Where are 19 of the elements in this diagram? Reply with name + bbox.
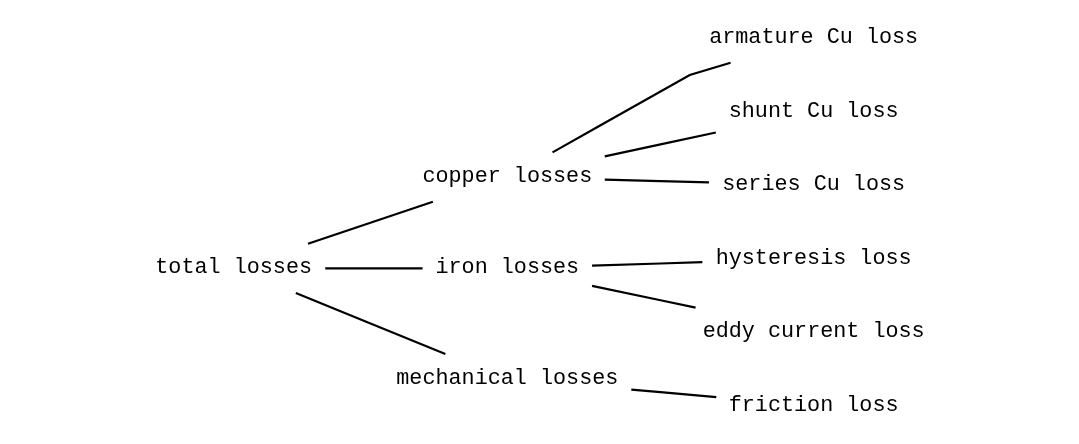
node-text: eddy current loss [702, 319, 925, 345]
node-text: series Cu loss [721, 172, 905, 198]
connector [551, 61, 731, 154]
connector [294, 292, 446, 355]
connector [604, 131, 716, 158]
node-text: shunt Cu loss [728, 98, 899, 124]
connector [307, 200, 433, 245]
connector [630, 388, 716, 399]
node-text: mechanical losses [395, 365, 618, 391]
connector [591, 284, 696, 309]
node-text: total losses [154, 255, 312, 281]
node-text: armature Cu loss [708, 25, 918, 51]
node-text: friction loss [728, 392, 899, 418]
node-text: iron losses [434, 255, 579, 281]
connector [591, 261, 702, 267]
connector [324, 267, 423, 270]
node-text: copper losses [421, 164, 592, 190]
connector [604, 178, 709, 184]
node-text: hysteresis loss [715, 245, 912, 271]
